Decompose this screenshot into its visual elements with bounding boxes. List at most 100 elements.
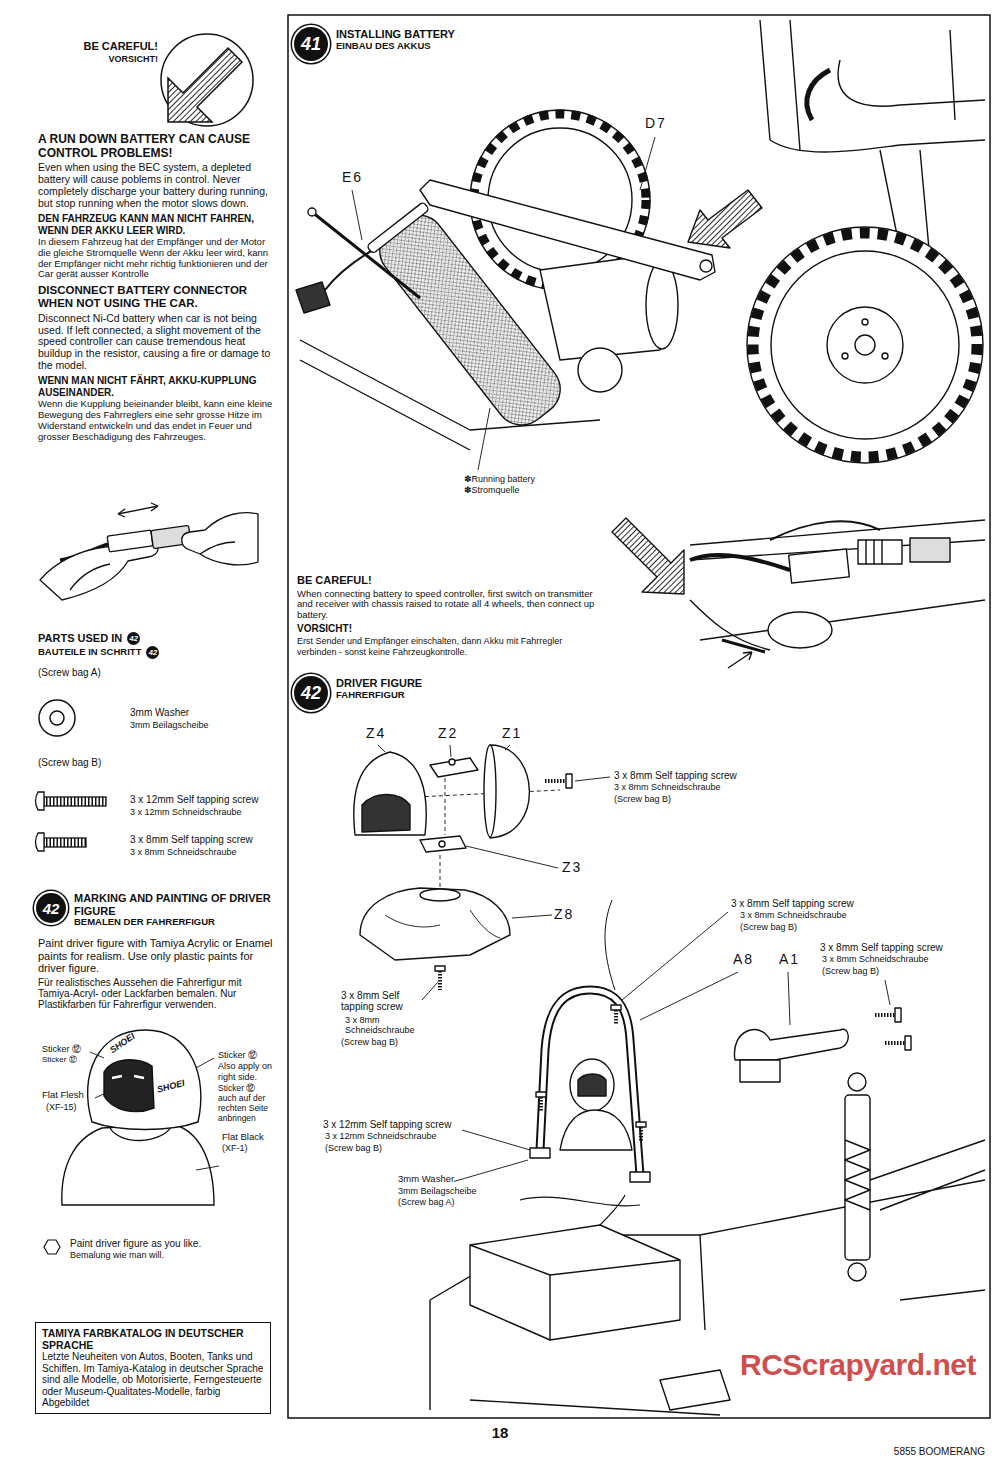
label: 3 x 8mm Schneidschraube: [345, 1015, 425, 1036]
driver-figure-exploded: [566, 774, 572, 788]
screw-icon: [44, 838, 86, 847]
part-number: A8: [733, 952, 754, 968]
washer-icon: [50, 711, 64, 725]
driver-figure-exploded: [420, 889, 460, 901]
label: When connecting battery to speed control…: [297, 589, 597, 621]
label: 3 x 12mm Schneidschraube: [130, 807, 242, 817]
step-number: 42: [127, 632, 140, 645]
label: (Screw bag B): [614, 794, 671, 804]
chassis-illustration-42: [848, 1263, 866, 1281]
driver-figure-exploded: [545, 779, 566, 783]
step-number-text: 41: [294, 27, 328, 61]
step-title: DRIVER FIGURE: [336, 677, 636, 690]
step-number-text: 42: [294, 676, 328, 710]
washer-icon: [39, 700, 75, 736]
model-name: 5855 BOOMERANG: [860, 1446, 985, 1457]
chassis-illustration-41: [842, 353, 848, 359]
driver-figure-exploded: [354, 752, 426, 835]
heading: BAUTEILE IN SCHRITT: [38, 647, 141, 658]
label: 3 x 12mm Schneidschraube: [325, 1131, 437, 1141]
part-number: Z1: [502, 726, 522, 742]
heading: DEN FAHRZEUG KANN MAN NICHT FAHREN, WENN…: [38, 213, 276, 236]
chassis-illustration-42: [520, 1195, 640, 1225]
driver-figure-exploded: [420, 836, 466, 852]
chassis-illustration-42: [740, 1060, 780, 1082]
chassis-illustration-42: [560, 1110, 632, 1150]
step-number: 42: [146, 646, 159, 659]
label: Also apply on right side.: [218, 1061, 280, 1082]
driver-figure-exploded: [360, 888, 510, 960]
chassis-illustration-42: [734, 1029, 848, 1060]
driver-figure-exploded: [385, 910, 500, 938]
heading: VORSICHT!: [297, 623, 352, 634]
step-title: EINBAU DES AKKUS: [336, 41, 636, 52]
screw-icon: [46, 838, 86, 847]
heading: PARTS USED IN: [38, 632, 122, 645]
step-title: MARKING AND PAINTING OF DRIVER FIGURE: [74, 892, 272, 917]
driver-figure-exploded: [362, 794, 410, 832]
label: (Screw bag B): [822, 966, 879, 976]
part-number: E6: [342, 170, 363, 186]
driver-figure-exploded: [449, 759, 455, 765]
chassis-illustration-42: [636, 1122, 646, 1127]
heading: VORSICHT!: [78, 54, 158, 64]
part-number: D7: [645, 116, 667, 132]
label: Even when using the BEC system, a deplet…: [38, 162, 276, 210]
chassis-illustration-41: [578, 348, 622, 392]
label: Für realistisches Aussehen die Fahrerfig…: [38, 977, 276, 1011]
panel-frame: [288, 15, 990, 1418]
step-title: FAHRERFIGUR: [336, 690, 636, 701]
helmet-logo: SHOEI: [108, 1031, 137, 1055]
connector-detail: [910, 538, 950, 562]
label: 3mm Beilagscheibe: [398, 1186, 477, 1196]
label: Disconnect Ni-Cd battery when car is not…: [38, 313, 276, 373]
label: (Screw bag B): [325, 1143, 382, 1153]
label: Flat Black: [222, 1132, 264, 1143]
paint-icon: [44, 1240, 60, 1254]
chassis-illustration-41: [420, 180, 715, 280]
driver-bust: [62, 1030, 219, 1205]
label: Sticker ⑫: [218, 1050, 257, 1060]
chassis-illustration-41: [862, 319, 868, 325]
driver-bust: [62, 1124, 214, 1205]
washer-icon: [39, 700, 75, 736]
label: (Screw bag A): [38, 667, 101, 678]
screw-icon: [36, 792, 45, 810]
watermark: RCScrapyard.net: [740, 1348, 976, 1382]
chassis-illustration-42: [639, 1127, 643, 1142]
chassis-illustration-42: [570, 1059, 614, 1111]
step-number: 41INSTALLING BATTERYEINBAU DES AKKUS: [294, 27, 328, 61]
part-number: Z2: [438, 726, 458, 742]
label: (Screw bag A): [398, 1197, 455, 1207]
chassis-illustration-42: [536, 1092, 546, 1097]
chassis-illustration-41: [352, 137, 655, 470]
connector-detail: [858, 540, 902, 564]
hand-illustration: [118, 503, 158, 517]
chassis-illustration-41: [296, 20, 985, 470]
step-number-text: 42: [127, 632, 140, 645]
label: Paint driver figure with Tamiya Acrylic …: [38, 937, 276, 975]
hand-illustration: [107, 530, 153, 552]
driver-figure-exploded: [484, 745, 496, 837]
label: Sticker ⑫: [42, 1044, 81, 1054]
chassis-illustration-41: [369, 205, 570, 436]
label: (Screw bag B): [38, 757, 101, 768]
step-heading: MARKING AND PAINTING OF DRIVER FIGUREBEM…: [74, 892, 272, 928]
step-number-text: 42: [146, 646, 159, 659]
label: (XF-1): [222, 1143, 248, 1153]
part-number: A1: [779, 952, 800, 968]
chassis-illustration-42: [905, 1036, 911, 1050]
chassis-illustration-41: [771, 251, 959, 439]
chassis-illustration-42: [611, 1005, 621, 1010]
connector-detail: [612, 518, 684, 594]
step-heading: DRIVER FIGUREFAHRERFIGUR: [336, 677, 636, 701]
label: (Screw bag B): [740, 922, 797, 932]
chassis-illustration-42: [530, 1148, 550, 1158]
label: 3 x 12mm Self tapping screw: [323, 1119, 451, 1130]
paint-icon: [44, 1240, 60, 1254]
connector-detail: [690, 520, 985, 650]
step-number: 42MARKING AND PAINTING OF DRIVER FIGUREB…: [36, 893, 66, 923]
chassis-illustration-41: [296, 282, 330, 313]
part-number: Z8: [554, 907, 574, 923]
chassis-illustration-42: [848, 1073, 866, 1091]
